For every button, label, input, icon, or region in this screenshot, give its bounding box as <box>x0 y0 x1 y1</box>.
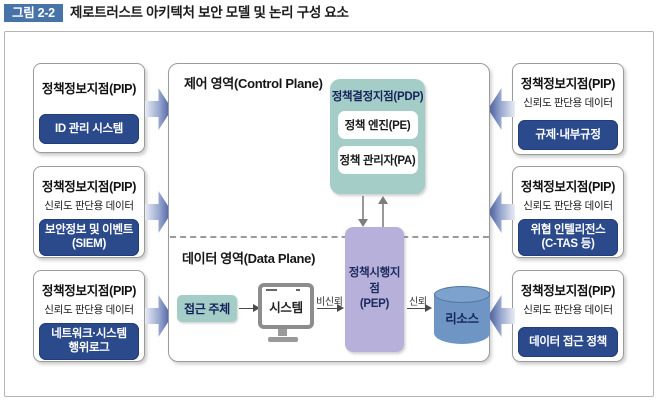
flow-arrow-icon <box>407 304 432 313</box>
pip-title: 정책정보지점(PIP) <box>520 180 616 194</box>
pip-title: 정책정보지점(PIP) <box>41 82 137 96</box>
control-plane-label: 제어 영역(Control Plane) <box>184 76 323 91</box>
pdp-box: 정책결정지점(PDP) 정책 엔진(PE) 정책 관리자(PA) <box>330 79 425 194</box>
pip-item-threat-intel: 위협 인텔리전스 (C-TAS 등) <box>518 219 618 256</box>
pip-subtitle: 신뢰도 판단용 데이터 <box>523 304 613 316</box>
pip-item-data-access-policy: 데이터 접근 정책 <box>518 327 618 358</box>
flow-arrow-icon <box>239 304 260 313</box>
pip-box-data-access-policy: 정책정보지점(PIP) 신뢰도 판단용 데이터 데이터 접근 정책 <box>512 270 624 362</box>
pip-item-id-management: ID 관리 시스템 <box>39 114 139 145</box>
pdp-pep-arrows-icon <box>358 196 388 227</box>
pdp-title: 정책결정지점(PDP) <box>331 91 424 103</box>
pip-subtitle: 신뢰도 판단용 데이터 <box>44 200 134 212</box>
access-subject-box: 접근 주체 <box>177 295 237 322</box>
plane-divider-dashed-line <box>170 236 489 238</box>
pip-item-regulation: 규제·내부규정 <box>518 120 618 151</box>
monitor-stand <box>278 329 287 336</box>
monitor-base <box>268 337 298 342</box>
resource-label: 리소스 <box>445 312 479 326</box>
pip-title: 정책정보지점(PIP) <box>41 284 137 298</box>
figure-title: 제로트러스트 아키텍처 보안 모델 및 논리 구성 요소 <box>70 5 349 20</box>
trusted-label: 신뢰 <box>409 297 427 308</box>
pip-subtitle: 신뢰도 판단용 데이터 <box>523 97 613 109</box>
policy-engine-box: 정책 엔진(PE) <box>337 111 418 139</box>
pip-item-siem: 보안정보 및 이벤트 (SIEM) <box>39 219 139 256</box>
data-plane-label: 데이터 영역(Data Plane) <box>182 251 316 266</box>
pep-box: 정책시행지점 (PEP) <box>345 227 404 352</box>
pip-subtitle: 신뢰도 판단용 데이터 <box>523 200 613 212</box>
pip-title: 정책정보지점(PIP) <box>520 284 616 298</box>
pip-item-network-log: 네트워크·시스템 행위로그 <box>39 323 139 360</box>
system-monitor-icon: 시스템 <box>258 283 314 329</box>
pip-subtitle: 신뢰도 판단용 데이터 <box>44 304 134 316</box>
monitor-detail-dash <box>296 289 300 291</box>
pip-box-id-management: 정책정보지점(PIP) ID 관리 시스템 <box>33 63 145 153</box>
pip-box-siem: 정책정보지점(PIP) 신뢰도 판단용 데이터 보안정보 및 이벤트 (SIEM… <box>33 166 145 258</box>
cylinder-top <box>434 286 490 303</box>
resource-cylinder-icon: 리소스 <box>434 286 490 344</box>
flow-arrow-icon <box>317 304 344 313</box>
pip-box-network-log: 정책정보지점(PIP) 신뢰도 판단용 데이터 네트워크·시스템 행위로그 <box>33 270 145 362</box>
pip-box-regulation: 정책정보지점(PIP) 신뢰도 판단용 데이터 규제·내부규정 <box>512 63 624 155</box>
untrusted-label: 비신뢰 <box>316 297 343 308</box>
policy-administrator-box: 정책 관리자(PA) <box>337 146 418 174</box>
figure-number-badge: 그림 2-2 <box>4 4 63 22</box>
pip-title: 정책정보지점(PIP) <box>41 180 137 194</box>
monitor-detail-dash <box>266 289 277 291</box>
pip-box-threat-intel: 정책정보지점(PIP) 신뢰도 판단용 데이터 위협 인텔리전스 (C-TAS … <box>512 166 624 258</box>
pip-title: 정책정보지점(PIP) <box>520 77 616 91</box>
